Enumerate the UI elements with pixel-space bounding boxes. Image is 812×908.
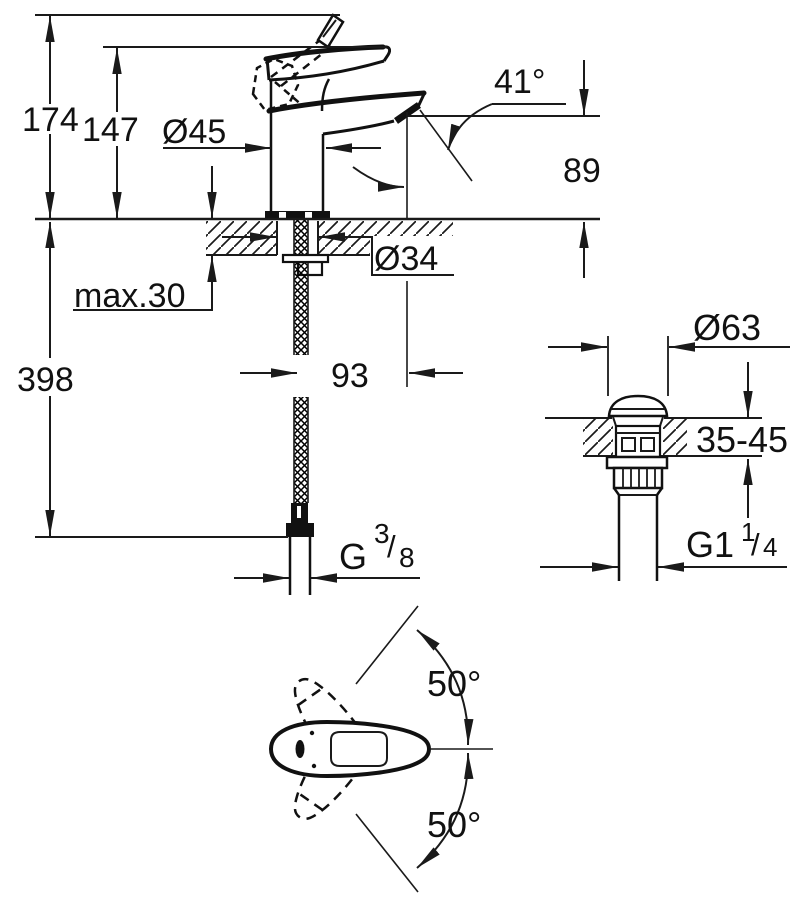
spray-angle-arc [447,103,493,151]
handle-face [330,731,388,767]
spray-geometry [352,103,493,387]
label-swivel-upper: 50° [427,663,481,704]
top-view-handle: 50° 50° [268,605,493,893]
label-swivel-lower: 50° [427,804,481,845]
label-hose-length: 398 [17,361,74,399]
waste-thread-prefix: G1 [686,524,734,565]
swivel-ray-lower [355,813,419,893]
supply-thread-prefix: G [339,536,367,577]
counter-section [35,217,600,595]
waste-valve-view: Ø63 35-45 G1 1 / 4 [540,307,790,581]
label-waste-thread: G1 1 / 4 [686,517,777,565]
swivel-arc-upper [416,629,474,746]
supply-thread-slash: / [387,529,396,564]
mounting-shank [281,220,330,595]
flex-hose-lower [294,397,308,503]
waste-deck-hatch-right [663,419,687,456]
waste-thread-denominator: 4 [763,532,777,562]
spout-underside [322,119,395,136]
label-spray-angle: 41° [494,63,545,101]
waste-thread-section [612,466,664,490]
label-waste-deck-range: 35-45 [696,419,788,460]
supply-thread-numerator: 3 [374,518,390,549]
waste-cap [607,394,669,418]
waste-overflow-window [640,437,655,452]
swivel-arc-lower [416,752,474,869]
handle-mark [295,740,305,758]
waste-valve-body [605,394,669,581]
waste-flange [605,455,669,470]
waste-deck-hatch-left [583,419,613,456]
label-spout-reach: 93 [331,357,369,395]
spout-top-edge [266,90,427,114]
faucet-body [265,81,427,219]
lever-knuckle-dashed [251,57,300,112]
waste-thread-numerator: 1 [741,517,755,547]
waste-tailpipe [617,495,659,581]
label-waste-cap-diameter: Ø63 [693,307,761,348]
threaded-rod [294,220,308,255]
label-hole-diameter: Ø34 [374,240,438,278]
label-spout-height: 89 [563,152,601,190]
waste-thread-slash: / [751,527,760,562]
lever-tip-raised [316,13,345,49]
hose-nut [286,523,314,537]
supply-thread-denominator: 8 [399,542,415,573]
spray-stream-line [419,109,473,182]
label-box-hole-diameter [370,236,458,276]
flex-hose-upper [294,262,308,355]
label-supply-thread: G 3 / 8 [339,518,415,577]
label-total-height: 174 [22,101,79,139]
swivel-ray-upper [355,605,419,685]
label-max-deck-thickness: max.30 [74,277,186,315]
waste-overflow-window [621,437,636,452]
faucet-base [265,211,330,219]
supply-pipe [288,537,312,595]
spray-angle-arc-small [352,166,405,192]
dimensions-front: 174 147 Ø45 41° 89 max.30 398 Ø34 93 [17,14,601,583]
front-view-faucet [251,13,493,387]
mounting-washer [281,253,330,264]
label-base-diameter: Ø45 [162,113,226,151]
label-height-to-lever: 147 [82,111,139,149]
